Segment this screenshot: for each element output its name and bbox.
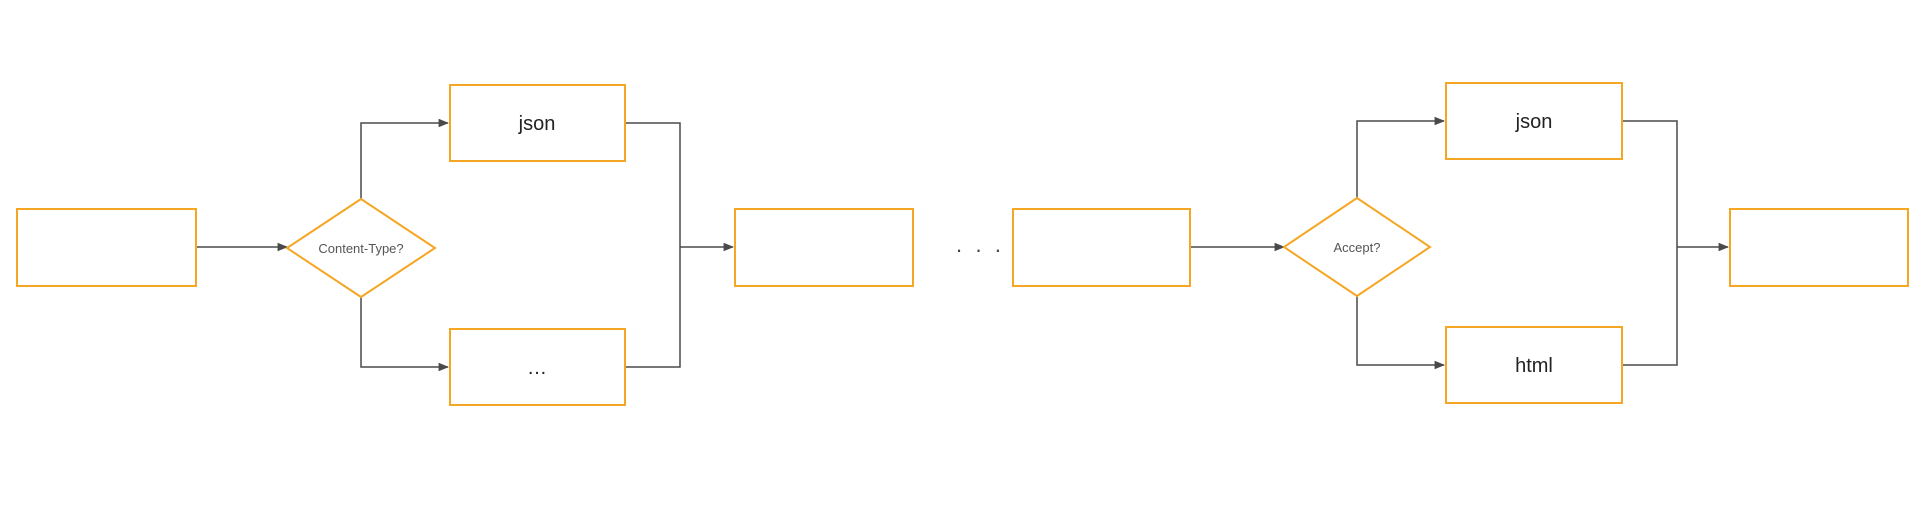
edge-html-to-merge-right	[1622, 247, 1678, 366]
json-branch-label: json	[518, 113, 556, 135]
left-flow: Content-Type? json …	[16, 84, 914, 406]
right-input-node	[1012, 208, 1191, 287]
right-output-node	[1729, 208, 1909, 287]
json-response-node: json	[1445, 82, 1623, 160]
edge-json-to-merge-right	[1622, 120, 1678, 247]
right-flow: Accept? json html	[1012, 82, 1909, 404]
continuation-ellipsis: · · ·	[955, 237, 1004, 262]
other-branch-node: …	[449, 328, 626, 406]
edge-other-to-merge	[625, 247, 681, 368]
json-branch-node: json	[449, 84, 626, 162]
edge-content-type-to-other	[360, 297, 450, 372]
edge-accept-to-json	[1356, 116, 1446, 198]
json-response-label: json	[1515, 111, 1553, 133]
edge-json-to-merge	[625, 122, 681, 247]
accept-decision: Accept?	[1282, 196, 1432, 298]
edge-content-type-to-json	[360, 118, 450, 199]
html-response-node: html	[1445, 326, 1623, 404]
html-response-label: html	[1515, 355, 1553, 377]
content-type-decision: Content-Type?	[285, 197, 437, 299]
edge-accept-to-html	[1356, 296, 1446, 370]
accept-label: Accept?	[1334, 240, 1381, 255]
content-type-label: Content-Type?	[318, 241, 403, 256]
other-branch-label: …	[527, 357, 547, 379]
left-output-node	[734, 208, 914, 287]
left-input-node	[16, 208, 197, 287]
